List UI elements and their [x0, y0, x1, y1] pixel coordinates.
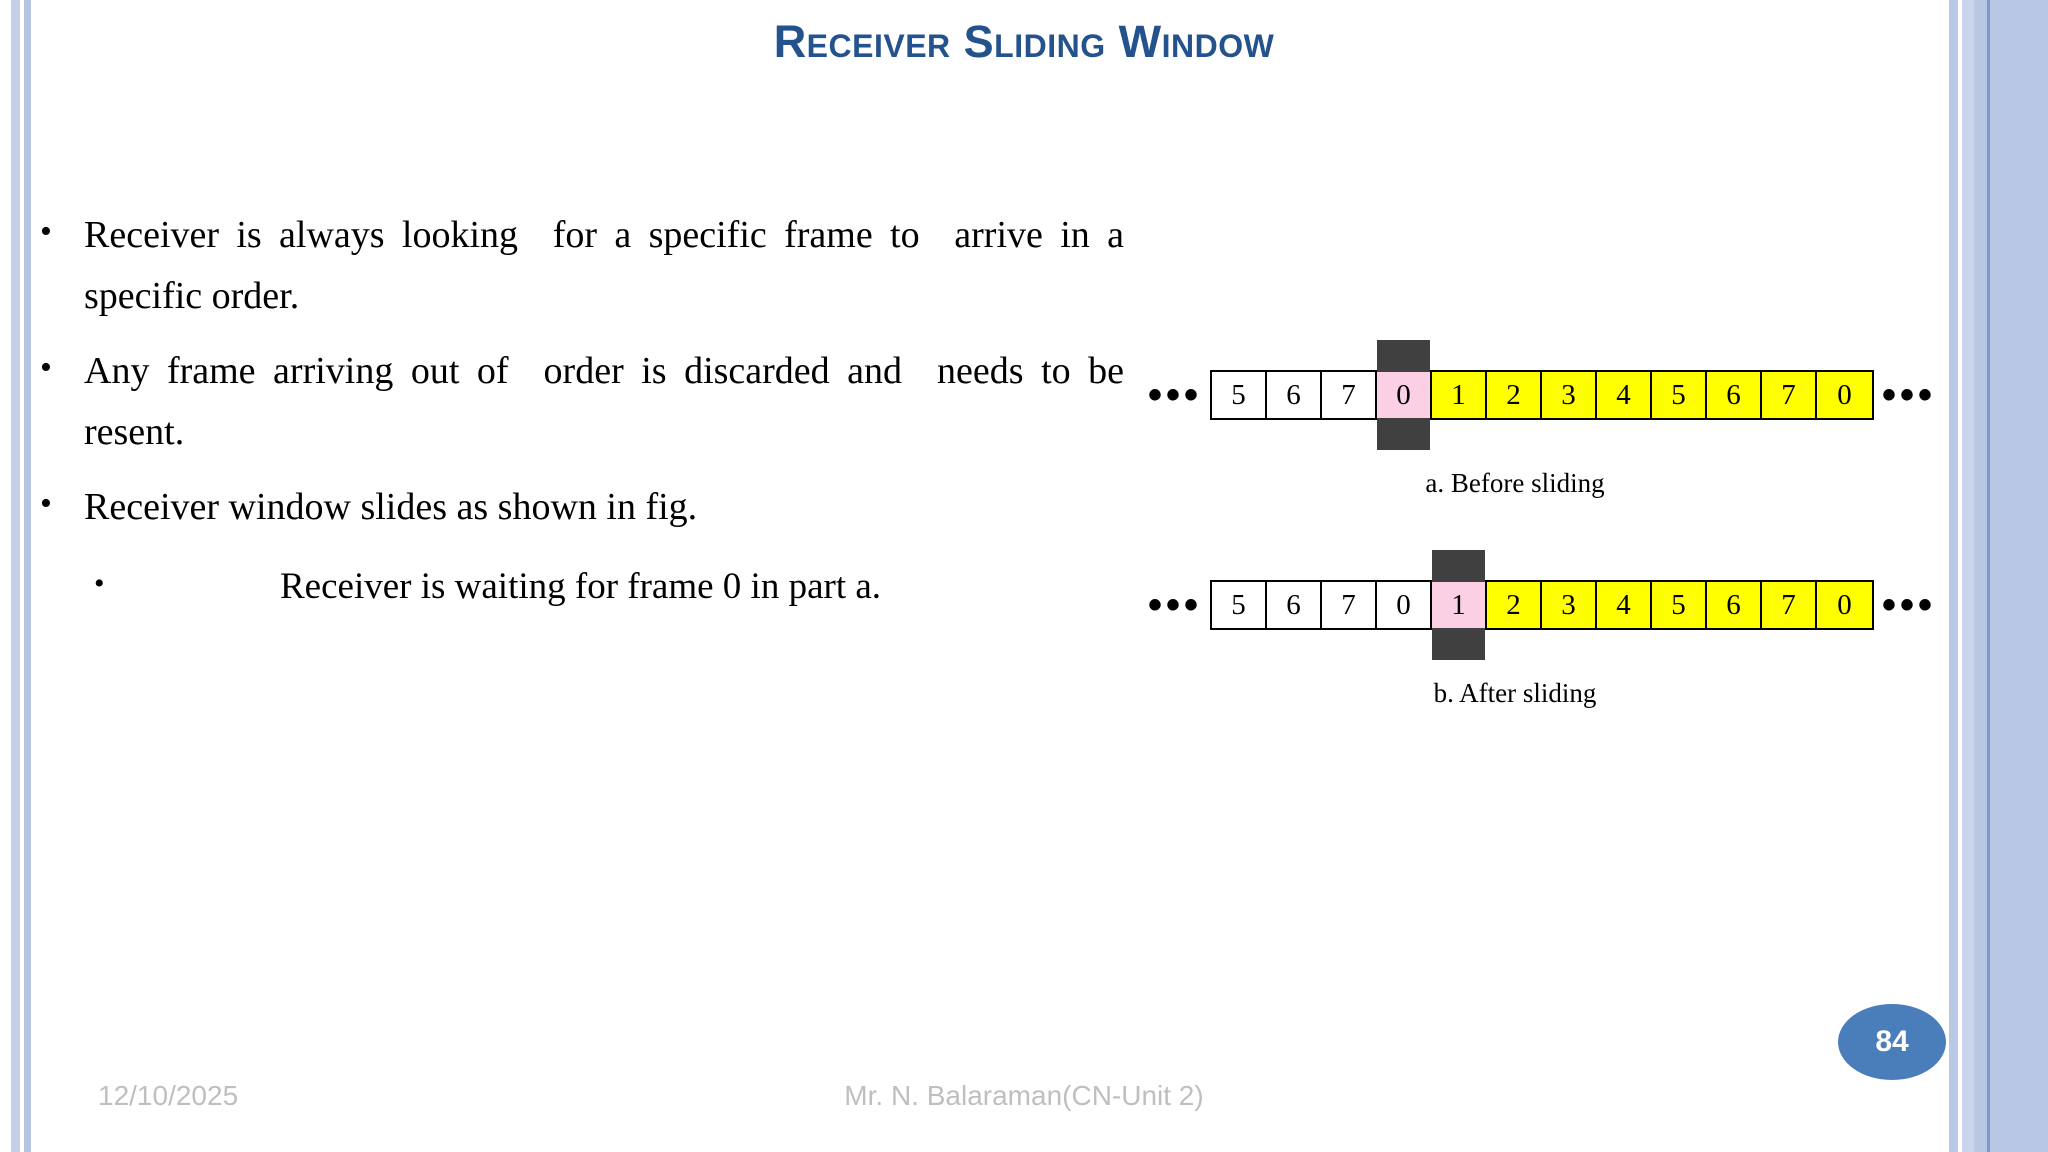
frame-cell: 0	[1377, 372, 1433, 418]
frame-cell: 7	[1322, 372, 1378, 418]
frame-cell: 6	[1267, 372, 1323, 418]
frame-cell: 3	[1542, 372, 1598, 418]
frame-cell: 0	[1817, 582, 1873, 628]
left-ellipsis-icon: •••	[1148, 583, 1203, 627]
window-marker-top-icon	[1377, 340, 1431, 372]
frame-cell: 1	[1432, 582, 1488, 628]
right-decor-stripe-thin	[1949, 0, 1958, 1152]
frame-cell: 2	[1487, 582, 1543, 628]
figure-caption: a. Before sliding	[1425, 468, 1605, 498]
frame-cell: 7	[1322, 582, 1378, 628]
bullet-text: Any frame arriving out of order is disca…	[84, 350, 1134, 453]
frame-cell: 5	[1212, 582, 1268, 628]
left-decor-stripe-inner	[24, 0, 31, 1152]
sub-list-item: • Receiver is waiting for frame 0 in par…	[94, 556, 1074, 618]
sub-bullet-text: Receiver is waiting for frame 0 in part …	[134, 556, 1074, 618]
sub-bullet-icon: •	[94, 567, 105, 600]
bullet-text: Receiver window slides as shown in fig.	[84, 486, 698, 528]
right-decor-panel-line	[1987, 0, 1990, 1152]
frame-cell: 2	[1487, 372, 1543, 418]
sub-bullet-label: Receiver is waiting for frame 0 in part …	[280, 566, 882, 607]
footer-date: 12/10/2025	[98, 1080, 239, 1111]
frame-cell: 0	[1377, 582, 1433, 628]
frame-cell: 7	[1762, 372, 1818, 418]
right-ellipsis-icon: •••	[1882, 373, 1937, 417]
window-marker-bottom-icon	[1377, 418, 1431, 450]
frame-cell: 1	[1432, 372, 1488, 418]
frame-cell: 5	[1652, 372, 1708, 418]
bullet-icon: •	[40, 349, 52, 386]
window-marker-bottom-icon	[1432, 628, 1486, 660]
frame-cell: 5	[1212, 372, 1268, 418]
frame-cell: 4	[1597, 582, 1653, 628]
frame-cell: 6	[1707, 582, 1763, 628]
frame-cell: 3	[1542, 582, 1598, 628]
page-title: Receiver Sliding Window	[773, 16, 1275, 67]
page-number-badge: 84	[1838, 1004, 1946, 1080]
frame-cell: 5	[1652, 582, 1708, 628]
bullet-icon: •	[40, 485, 52, 522]
frame-cell: 4	[1597, 372, 1653, 418]
frame-cell: 6	[1267, 582, 1323, 628]
frame-cell: 6	[1707, 372, 1763, 418]
list-item: • Receiver window slides as shown in fig…	[34, 477, 1124, 538]
right-decor-panel-pale	[1962, 0, 1974, 1152]
right-ellipsis-icon: •••	[1882, 583, 1937, 627]
list-item: • Receiver is always looking for a speci…	[34, 205, 1124, 327]
left-decor-stripe-outer	[11, 0, 20, 1152]
bullet-icon: •	[40, 213, 52, 250]
footer-author: Mr. N. Balaraman(CN-Unit 2)	[844, 1080, 1204, 1111]
frame-cell: 0	[1817, 372, 1873, 418]
bullet-text: Receiver is always looking for a specifi…	[84, 214, 1134, 317]
frame-cell: 7	[1762, 582, 1818, 628]
list-item: • Any frame arriving out of order is dis…	[34, 341, 1124, 463]
right-decor-panel	[1974, 0, 2048, 1152]
window-marker-top-icon	[1432, 550, 1486, 582]
bullet-list: • Receiver is always looking for a speci…	[34, 205, 1124, 618]
left-ellipsis-icon: •••	[1148, 373, 1203, 417]
figure-caption: b. After sliding	[1433, 678, 1597, 708]
